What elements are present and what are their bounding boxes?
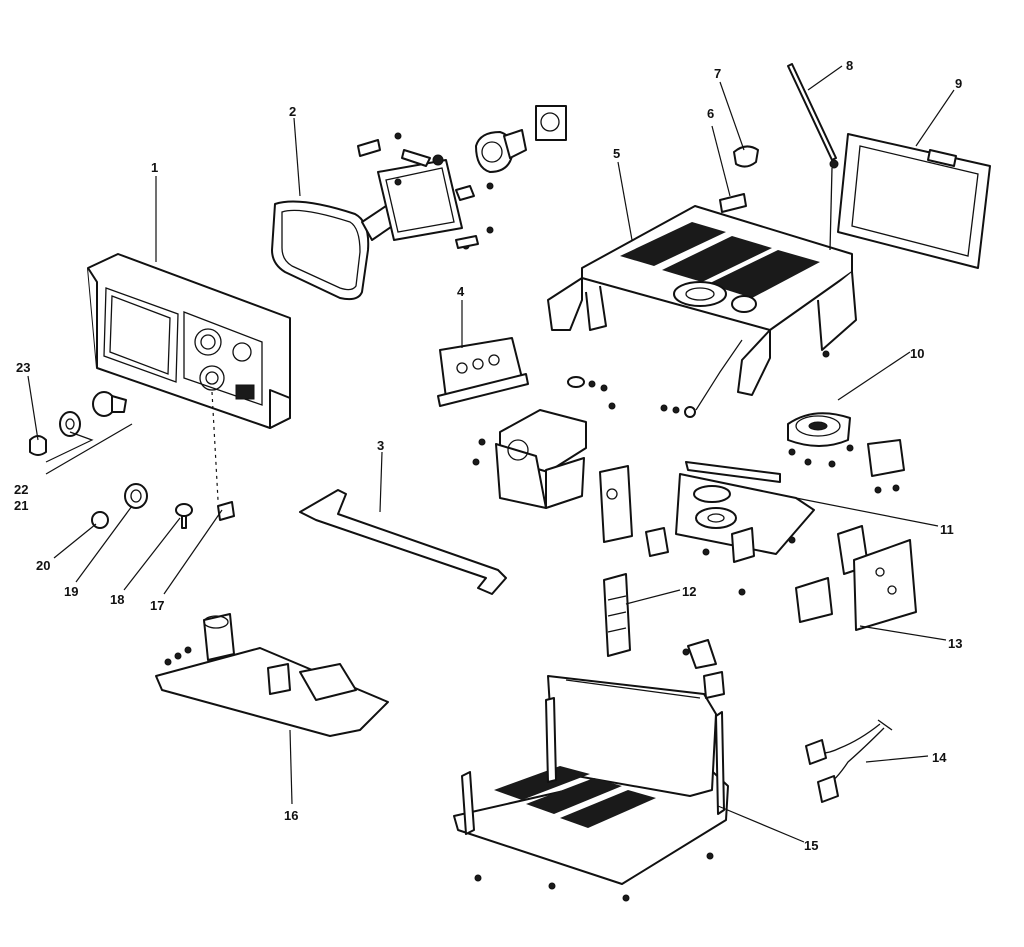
callout-16: 16 [284, 808, 298, 823]
callout-19: 19 [64, 584, 78, 599]
part-back-cover [837, 133, 991, 269]
callout-21: 21 [14, 498, 28, 513]
callout-13: 13 [948, 636, 962, 651]
part-knob-22 [59, 411, 81, 437]
part-knob-21 [92, 391, 127, 417]
callout-labels: 1 2 3 4 5 6 7 8 9 10 11 12 13 14 15 16 1… [14, 58, 962, 853]
callout-20: 20 [36, 558, 50, 573]
callout-23: 23 [16, 360, 30, 375]
callout-10: 10 [910, 346, 924, 361]
callout-18: 18 [110, 592, 124, 607]
callout-3: 3 [377, 438, 384, 453]
callout-11: 11 [940, 522, 954, 537]
part-carry-bar [299, 489, 507, 595]
leader-lines [27, 65, 955, 843]
callout-15: 15 [804, 838, 818, 853]
callout-12: 12 [682, 584, 696, 599]
part-top-cabinet [547, 205, 857, 396]
callout-14: 14 [932, 750, 947, 765]
part-knob-23 [29, 435, 47, 456]
part-main-circuit-board [155, 613, 389, 737]
part-power-cord [805, 719, 893, 803]
callout-22: 22 [14, 482, 28, 497]
part-antenna [787, 63, 839, 251]
part-control-board [599, 465, 669, 557]
part-tube-socket-bracket [357, 105, 567, 250]
part-clip [603, 573, 631, 657]
callout-4: 4 [457, 284, 465, 299]
part-tuner-chassis [675, 461, 815, 596]
part-bottom-cabinet [453, 639, 729, 902]
callout-1: 1 [151, 160, 158, 175]
part-tuning-knob [733, 145, 759, 168]
part-screw-18 [175, 503, 193, 529]
callout-7: 7 [714, 66, 721, 81]
part-speaker [787, 412, 854, 468]
part-jack-panel [795, 525, 917, 631]
part-front-bezel [87, 253, 291, 429]
part-knob-clip [719, 193, 747, 213]
callout-6: 6 [707, 106, 714, 121]
callout-9: 9 [955, 76, 962, 91]
part-bracket-plate [437, 337, 529, 407]
part-knob-19 [124, 483, 148, 509]
part-clip-17 [217, 501, 235, 521]
callout-2: 2 [289, 104, 296, 119]
part-grommets [567, 376, 696, 418]
part-flyback-transformer [472, 402, 616, 509]
part-power-switch [867, 439, 905, 494]
callout-17: 17 [150, 598, 164, 613]
callout-8: 8 [846, 58, 853, 73]
callout-5: 5 [613, 146, 620, 161]
